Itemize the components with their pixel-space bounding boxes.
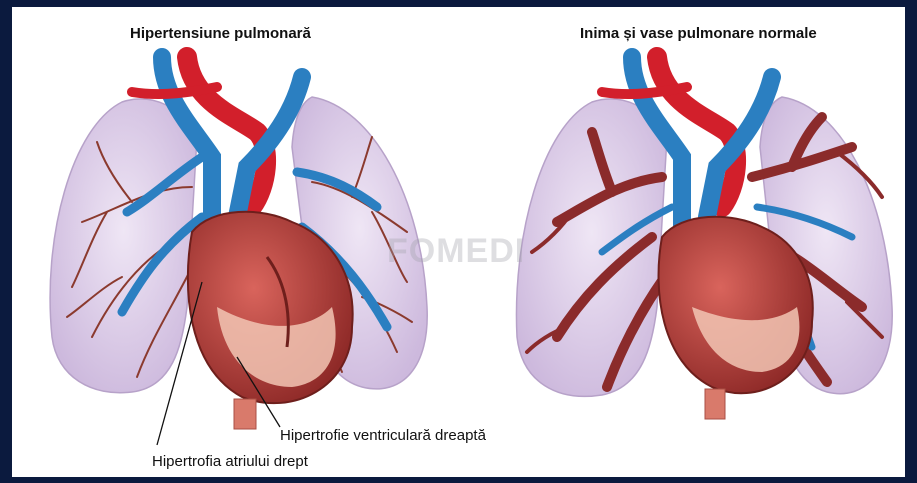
diagram-panel: Hipertensiune pulmonară Inima și vase pu…: [12, 7, 905, 477]
right-illustration: [516, 57, 892, 419]
left-illustration: [50, 57, 427, 445]
label-right-ventricular-hypertrophy: Hipertrofie ventriculară dreaptă: [280, 427, 486, 444]
label-right-atrial-hypertrophy: Hipertrofia atriului drept: [152, 453, 308, 470]
watermark: FOMEDI: [387, 232, 525, 271]
